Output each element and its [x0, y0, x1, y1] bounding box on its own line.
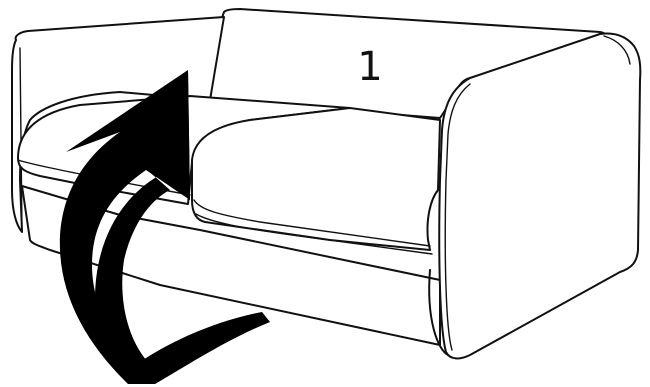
- sofa-seat-cushion-right: [192, 108, 440, 254]
- step-number-label: 1: [357, 44, 382, 90]
- sofa-right-arm: [439, 34, 640, 359]
